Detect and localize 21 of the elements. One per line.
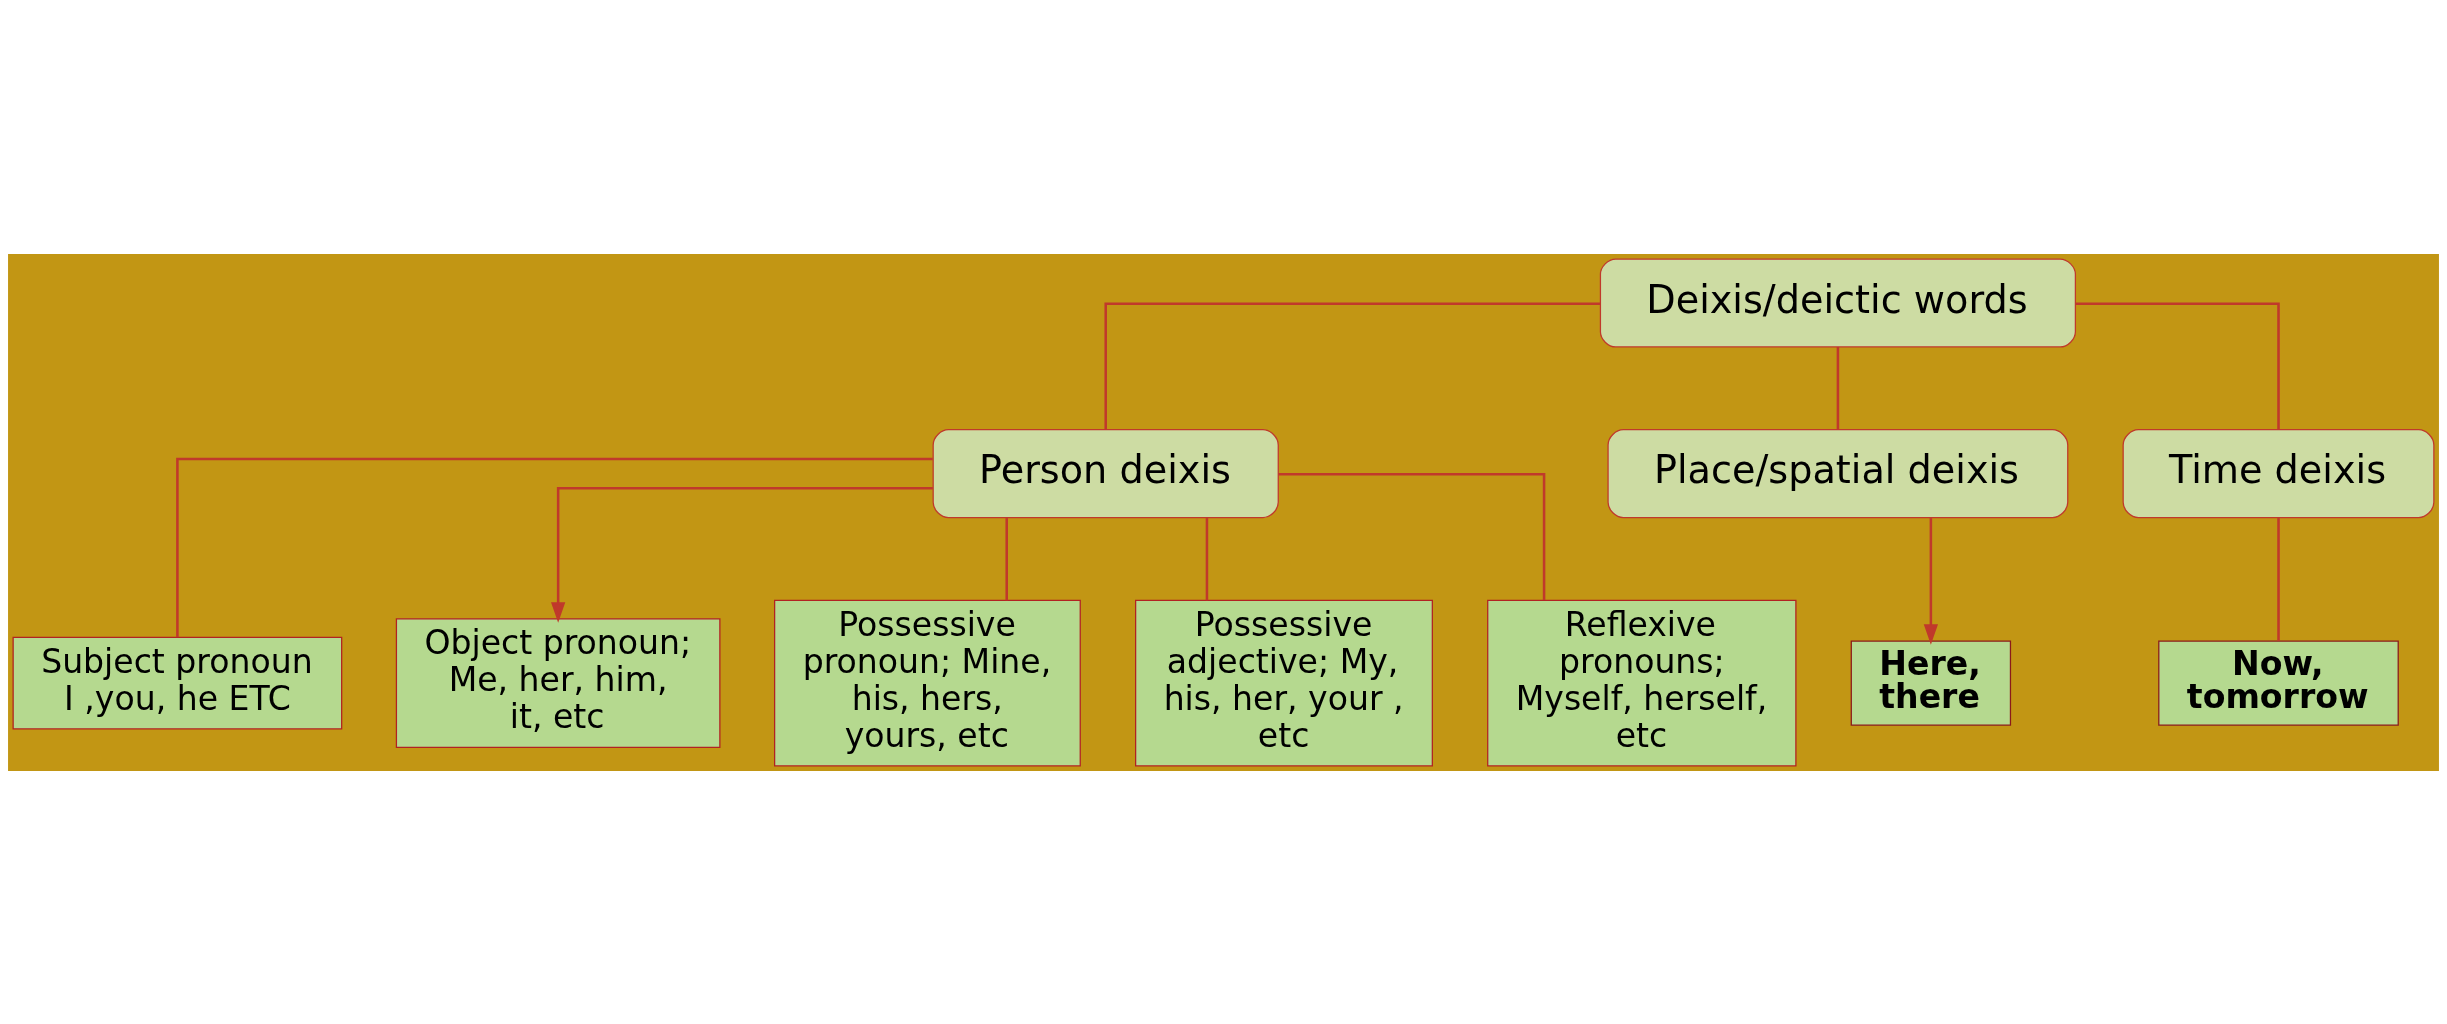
connector (1278, 472, 1546, 600)
node-box: Time deixis (2122, 428, 2435, 518)
arrow (551, 486, 933, 623)
connector (176, 457, 933, 637)
node-box: Possessive pronoun; Mine, his, hers, yours, etc (774, 599, 1081, 767)
node-box: Possessive adjective; My, his, her, your , etc (1135, 599, 1433, 767)
connector (2075, 301, 2280, 429)
connector (1104, 301, 1601, 429)
connector (1836, 346, 1840, 429)
node-box: Now, tomorrow (2158, 639, 2399, 726)
node-box: Place/spatial deixis (1607, 428, 2069, 518)
node-box: Reflexive pronouns; Myself, herself, etc (1487, 599, 1797, 767)
node-box: Subject pronoun I ,you, he ETC (12, 636, 343, 730)
node-box: Object pronoun; Me, her, him, it, etc (395, 617, 721, 748)
node-box: Deixis/deictic words (1599, 257, 2077, 348)
arrow (1923, 517, 1938, 645)
connector (1005, 517, 1008, 600)
connector (1205, 517, 1209, 600)
connector (2277, 517, 2280, 641)
node-box: Person deixis (932, 428, 1279, 518)
node-box: Here, there (1850, 639, 2012, 726)
